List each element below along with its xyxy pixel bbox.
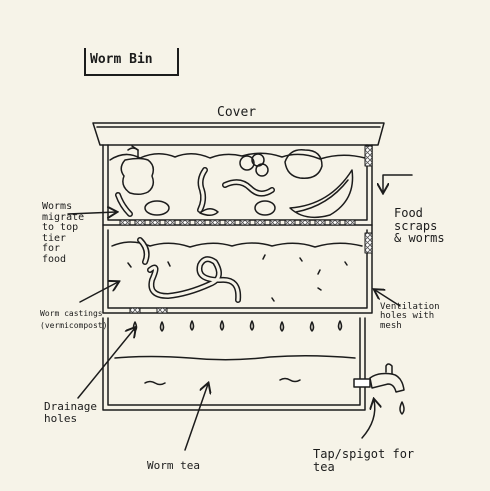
cover-label: Cover xyxy=(217,105,257,120)
worm-icon xyxy=(197,167,208,213)
drainage-arrow xyxy=(77,328,135,399)
ventilation-mesh xyxy=(364,145,373,167)
worm-tea-arrow xyxy=(184,384,208,451)
vegetable-scrap-icon xyxy=(239,153,269,177)
food-scraps-label: Food scraps & worms xyxy=(394,206,445,246)
worm-tea-label: Worm tea xyxy=(147,459,200,472)
top-tier-holes xyxy=(119,219,356,226)
apple-core-icon xyxy=(120,145,155,196)
middle-tier xyxy=(102,224,373,314)
worms-migrate-label: Worms migrate to top tier for food xyxy=(42,201,85,265)
banana-peel-icon xyxy=(289,169,354,219)
tap-arrow xyxy=(361,400,375,439)
scrap-icon xyxy=(199,208,219,216)
worm-icon xyxy=(115,192,133,217)
worm-icon xyxy=(222,179,275,197)
tap-label: Tap/spigot for tea xyxy=(313,447,415,474)
worm-icon xyxy=(137,237,150,265)
food-scraps-arrow xyxy=(383,174,413,192)
drainage-label: Drainage holes xyxy=(44,400,97,425)
tea-drop-icon xyxy=(399,401,405,415)
ventilation-mesh xyxy=(364,232,373,254)
worm-castings-label: Worm castings (vermicompost) xyxy=(40,309,108,331)
leaf-scrap-icon xyxy=(284,149,323,179)
tea-reservoir xyxy=(102,317,366,411)
diagram-title: Worm Bin xyxy=(90,52,153,67)
title-frame xyxy=(84,48,179,76)
drainage-drips xyxy=(132,320,343,332)
castings-arrow xyxy=(79,282,118,303)
migrate-arrow xyxy=(67,212,116,214)
tap-spigot xyxy=(353,363,405,415)
ventilation-arrow xyxy=(375,290,401,307)
bin-cover xyxy=(92,122,385,146)
top-tier xyxy=(102,144,373,226)
middle-tier-holes xyxy=(129,307,168,314)
scrap-icon xyxy=(254,200,276,216)
scrap-icon xyxy=(144,200,170,216)
worm-icon xyxy=(147,256,242,303)
ventilation-label: Ventilation holes with mesh xyxy=(380,302,440,331)
